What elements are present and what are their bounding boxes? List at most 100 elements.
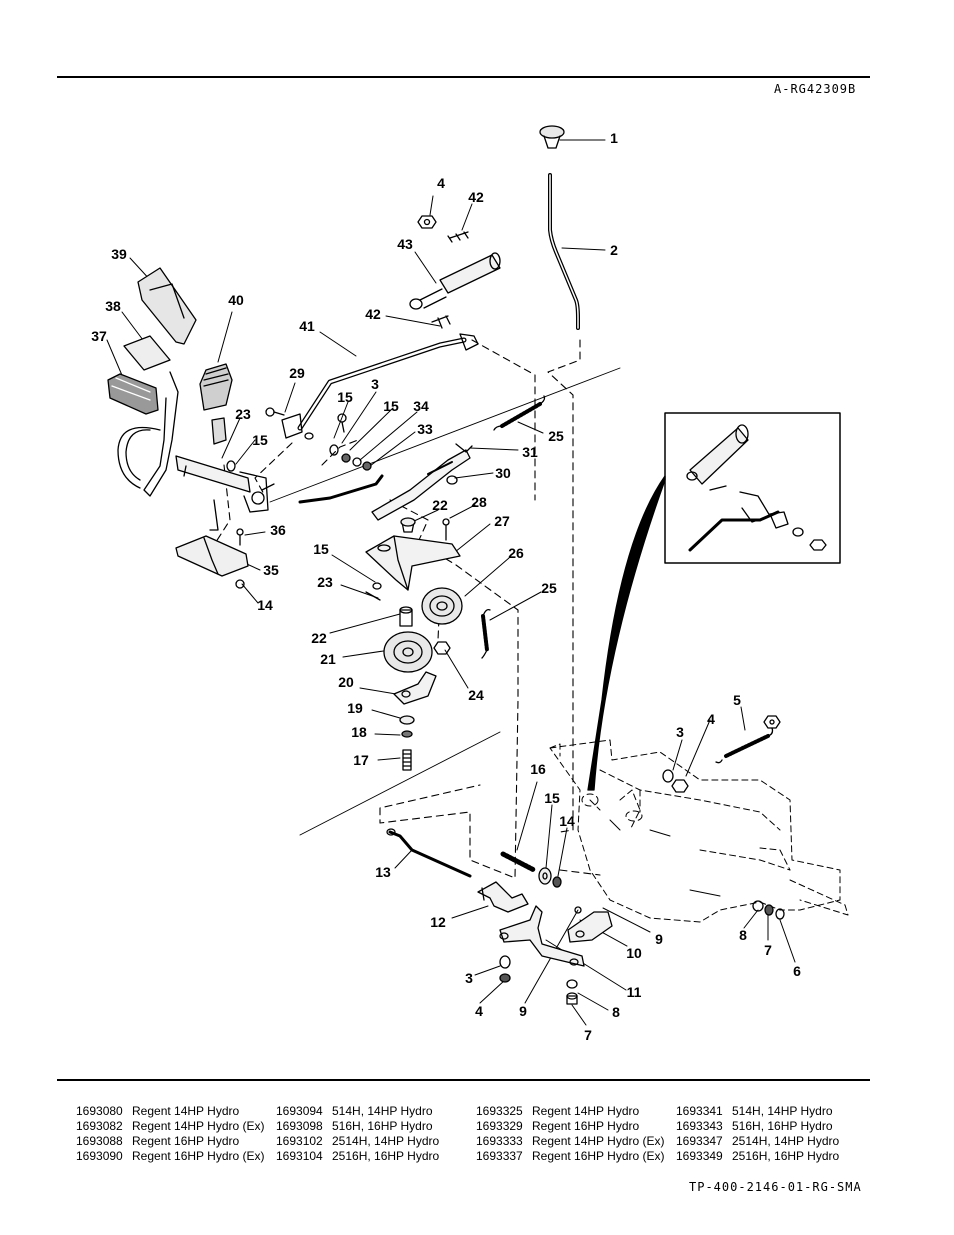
pedal-39 bbox=[137, 267, 197, 345]
model-description: Regent 14HP Hydro bbox=[532, 1104, 640, 1118]
bracket-12 bbox=[477, 881, 529, 913]
model-row: 1693090 Regent 16HP Hydro (Ex) bbox=[76, 1149, 276, 1164]
callout-8: 8 bbox=[612, 1004, 620, 1020]
callout-5: 5 bbox=[733, 692, 741, 708]
callout-22: 22 bbox=[432, 497, 448, 513]
drawing-id: A-RG42309B bbox=[774, 82, 857, 96]
callout-10: 10 bbox=[626, 945, 642, 961]
callout-13: 13 bbox=[375, 864, 391, 880]
callout-34: 34 bbox=[413, 398, 429, 414]
rod-41 bbox=[297, 337, 467, 431]
bracket-35 bbox=[175, 535, 249, 577]
part-number: 1693080 bbox=[76, 1104, 123, 1118]
callout-7: 7 bbox=[764, 942, 772, 958]
callout-14: 14 bbox=[257, 597, 273, 613]
callout-8: 8 bbox=[739, 927, 747, 943]
model-row: 1693341 514H, 14HP Hydro bbox=[676, 1104, 876, 1119]
callout-4: 4 bbox=[475, 1003, 483, 1019]
part-number: 1693325 bbox=[476, 1104, 523, 1118]
part-number: 1693329 bbox=[476, 1119, 523, 1133]
callout-9: 9 bbox=[519, 1003, 527, 1019]
model-description: Regent 14HP Hydro (Ex) bbox=[132, 1119, 265, 1133]
part-number: 1693343 bbox=[676, 1119, 723, 1133]
model-description: Regent 16HP Hydro (Ex) bbox=[132, 1149, 265, 1163]
callout-21: 21 bbox=[320, 651, 336, 667]
callout-26: 26 bbox=[508, 545, 524, 561]
callout-18: 18 bbox=[351, 724, 367, 740]
model-row: 1693329 Regent 16HP Hydro bbox=[476, 1119, 676, 1134]
callout-15: 15 bbox=[252, 432, 268, 448]
part-number: 1693349 bbox=[676, 1149, 723, 1163]
callout-19: 19 bbox=[347, 700, 363, 716]
part-number: 1693082 bbox=[76, 1119, 123, 1133]
callout-15: 15 bbox=[337, 389, 353, 405]
callout-30: 30 bbox=[495, 465, 511, 481]
callout-4: 4 bbox=[437, 175, 445, 191]
model-description: 516H, 16HP Hydro bbox=[332, 1119, 433, 1133]
callout-4: 4 bbox=[707, 711, 715, 727]
part-number: 1693347 bbox=[676, 1134, 723, 1148]
callout-14: 14 bbox=[559, 813, 575, 829]
part-number: 1693337 bbox=[476, 1149, 523, 1163]
callout-15: 15 bbox=[313, 541, 329, 557]
inset-detail bbox=[664, 412, 841, 564]
model-description: 2514H, 14HP Hydro bbox=[332, 1134, 440, 1148]
callout-29: 29 bbox=[289, 365, 305, 381]
bracket-31 bbox=[371, 443, 473, 521]
model-description: 2516H, 16HP Hydro bbox=[332, 1149, 440, 1163]
callout-12: 12 bbox=[430, 914, 446, 930]
model-column-4: 1693341 514H, 14HP Hydro 1693343 516H, 16H… bbox=[676, 1104, 876, 1164]
model-row: 1693333 Regent 14HP Hydro (Ex) bbox=[476, 1134, 676, 1149]
part-number: 1693088 bbox=[76, 1134, 123, 1148]
part-number: 1693090 bbox=[76, 1149, 123, 1163]
model-description: Regent 16HP Hydro (Ex) bbox=[532, 1149, 665, 1163]
model-description: 514H, 14HP Hydro bbox=[732, 1104, 833, 1118]
model-description: Regent 16HP Hydro bbox=[532, 1119, 640, 1133]
model-description: Regent 16HP Hydro bbox=[132, 1134, 240, 1148]
model-row: 1693088 Regent 16HP Hydro bbox=[76, 1134, 276, 1149]
model-row: 1693337 Regent 16HP Hydro (Ex) bbox=[476, 1149, 676, 1164]
callout-7: 7 bbox=[584, 1027, 592, 1043]
callout-11: 11 bbox=[627, 984, 642, 1000]
callout-3: 3 bbox=[465, 970, 473, 986]
callout-25: 25 bbox=[548, 428, 564, 444]
callout-42: 42 bbox=[468, 189, 484, 205]
bracket-27 bbox=[365, 535, 461, 591]
callout-42: 42 bbox=[365, 306, 381, 322]
callout-9: 9 bbox=[655, 931, 663, 947]
callout-40: 40 bbox=[228, 292, 244, 308]
callout-38: 38 bbox=[105, 298, 121, 314]
callout-23: 23 bbox=[235, 406, 251, 422]
leader-lines bbox=[106, 139, 796, 1026]
callout-16: 16 bbox=[530, 761, 546, 777]
model-description: 514H, 14HP Hydro bbox=[332, 1104, 433, 1118]
callout-36: 36 bbox=[270, 522, 286, 538]
model-row: 1693082 Regent 14HP Hydro (Ex) bbox=[76, 1119, 276, 1134]
part-number: 1693098 bbox=[276, 1119, 323, 1133]
transmission bbox=[549, 739, 849, 923]
linkage-11 bbox=[499, 905, 585, 967]
pedal-40 bbox=[199, 363, 233, 411]
pad-38 bbox=[123, 335, 171, 371]
part-number: 1693333 bbox=[476, 1134, 523, 1148]
callout-27: 27 bbox=[494, 513, 510, 529]
model-description: 516H, 16HP Hydro bbox=[732, 1119, 833, 1133]
callout-41: 41 bbox=[299, 318, 315, 334]
callout-31: 31 bbox=[522, 444, 538, 460]
callout-24: 24 bbox=[468, 687, 484, 703]
model-row: 1693080 Regent 14HP Hydro bbox=[76, 1104, 276, 1119]
model-description: Regent 14HP Hydro (Ex) bbox=[532, 1134, 665, 1148]
part-number: 1693341 bbox=[676, 1104, 723, 1118]
pulley-21 bbox=[383, 631, 433, 673]
model-row: 1693098 516H, 16HP Hydro bbox=[276, 1119, 476, 1134]
model-description: Regent 14HP Hydro bbox=[132, 1104, 240, 1118]
bracket-20 bbox=[393, 671, 437, 705]
model-description: 2516H, 16HP Hydro bbox=[732, 1149, 840, 1163]
callout-22: 22 bbox=[311, 630, 327, 646]
